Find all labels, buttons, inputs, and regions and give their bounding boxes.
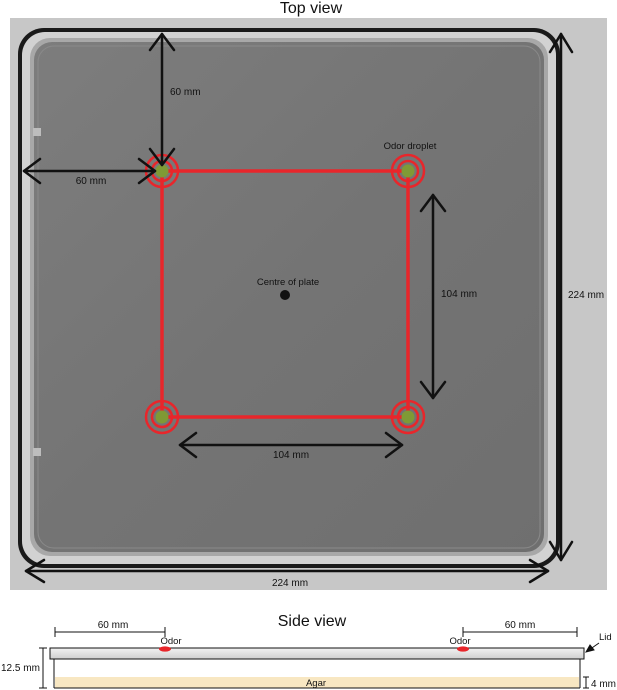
odor-droplet xyxy=(144,399,180,435)
side-dim-right-offset xyxy=(462,627,578,637)
side-odor-drop xyxy=(159,646,171,652)
side-view-title: Side view xyxy=(278,613,347,630)
odor-square xyxy=(160,169,410,419)
dim-label-plate-width: 224 mm xyxy=(272,578,308,589)
dim-label-vertical-offset: 60 mm xyxy=(170,87,201,98)
side-dim-label-agar: 4 mm xyxy=(591,679,616,690)
agar-label: Agar xyxy=(306,678,326,689)
agar-layer xyxy=(55,677,579,688)
side-dim-label-right: 60 mm xyxy=(505,620,536,631)
side-dim-label-height: 12.5 mm xyxy=(1,663,40,674)
lid-pointer-arrow xyxy=(584,642,600,653)
lid-label: Lid xyxy=(599,632,612,643)
top-view-title: Top view xyxy=(280,0,343,17)
odor-droplet xyxy=(390,153,426,189)
dim-arrow-square-right xyxy=(419,193,447,400)
side-odor-drop xyxy=(457,646,469,652)
side-dim-left-offset xyxy=(54,627,166,637)
centre-label: Centre of plate xyxy=(257,277,319,288)
side-odor-label-left: Odor xyxy=(160,636,181,647)
dim-arrow-plate-width xyxy=(24,558,550,584)
centre-dot xyxy=(280,290,290,300)
side-odor-label-right: Odor xyxy=(449,636,470,647)
dim-label-horizontal-offset: 60 mm xyxy=(76,176,107,187)
side-dim-label-left: 60 mm xyxy=(98,620,129,631)
dim-label-square-bottom: 104 mm xyxy=(273,450,309,461)
odor-droplet xyxy=(390,399,426,435)
side-dim-plate-height xyxy=(39,647,47,689)
dim-arrow-vertical-offset xyxy=(148,32,176,167)
dim-arrow-plate-height xyxy=(548,32,574,562)
plate-cross-section xyxy=(49,647,585,689)
dim-arrow-horizontal-offset xyxy=(22,157,157,185)
dim-label-plate-height: 224 mm xyxy=(568,290,604,301)
odor-droplet-label: Odor droplet xyxy=(384,141,437,152)
dim-label-square-right: 104 mm xyxy=(441,289,477,300)
side-dim-agar-depth xyxy=(583,676,589,689)
dim-arrow-square-bottom xyxy=(178,431,404,459)
